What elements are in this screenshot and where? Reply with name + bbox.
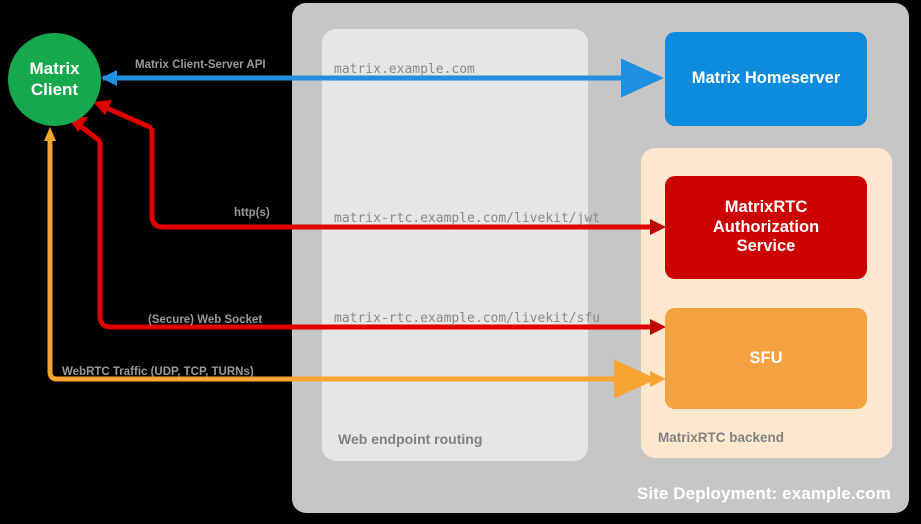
node-matrix-client-line1: Matrix: [29, 58, 80, 78]
node-sfu[interactable]: SFU: [665, 308, 867, 409]
endpoint-url-jwt: matrix-rtc.example.com/livekit/jwt: [334, 211, 601, 226]
site-deployment-label: Site Deployment: example.com: [636, 484, 891, 503]
node-matrixrtc-authorization-service[interactable]: MatrixRTC Authorization Service: [665, 176, 867, 279]
edge-label-http: http(s): [234, 207, 270, 219]
node-sfu-label: SFU: [749, 348, 783, 367]
node-matrix-client-line2: Client: [30, 79, 79, 99]
node-matrix-homeserver-label: Matrix Homeserver: [691, 69, 841, 88]
edge-label-websocket: (Secure) Web Socket: [148, 314, 263, 326]
web-endpoint-routing-container: Web endpoint routing: [322, 29, 588, 461]
node-matrix-homeserver[interactable]: Matrix Homeserver: [665, 32, 867, 126]
endpoint-url-sfu: matrix-rtc.example.com/livekit/sfu: [334, 311, 601, 326]
web-endpoint-routing-label: Web endpoint routing: [338, 431, 483, 447]
node-matrix-client[interactable]: Matrix Client: [8, 33, 101, 126]
matrixrtc-backend-label: MatrixRTC backend: [658, 430, 785, 445]
edge-label-webrtc-traffic: WebRTC Traffic (UDP, TCP, TURNs): [62, 366, 254, 378]
node-auth-line3: Service: [736, 237, 796, 256]
node-auth-line1: MatrixRTC: [724, 197, 808, 216]
edge-label-client-server-api: Matrix Client-Server API: [135, 59, 266, 71]
endpoint-url-matrix: matrix.example.com: [334, 62, 475, 77]
node-auth-line2: Authorization: [712, 217, 820, 236]
